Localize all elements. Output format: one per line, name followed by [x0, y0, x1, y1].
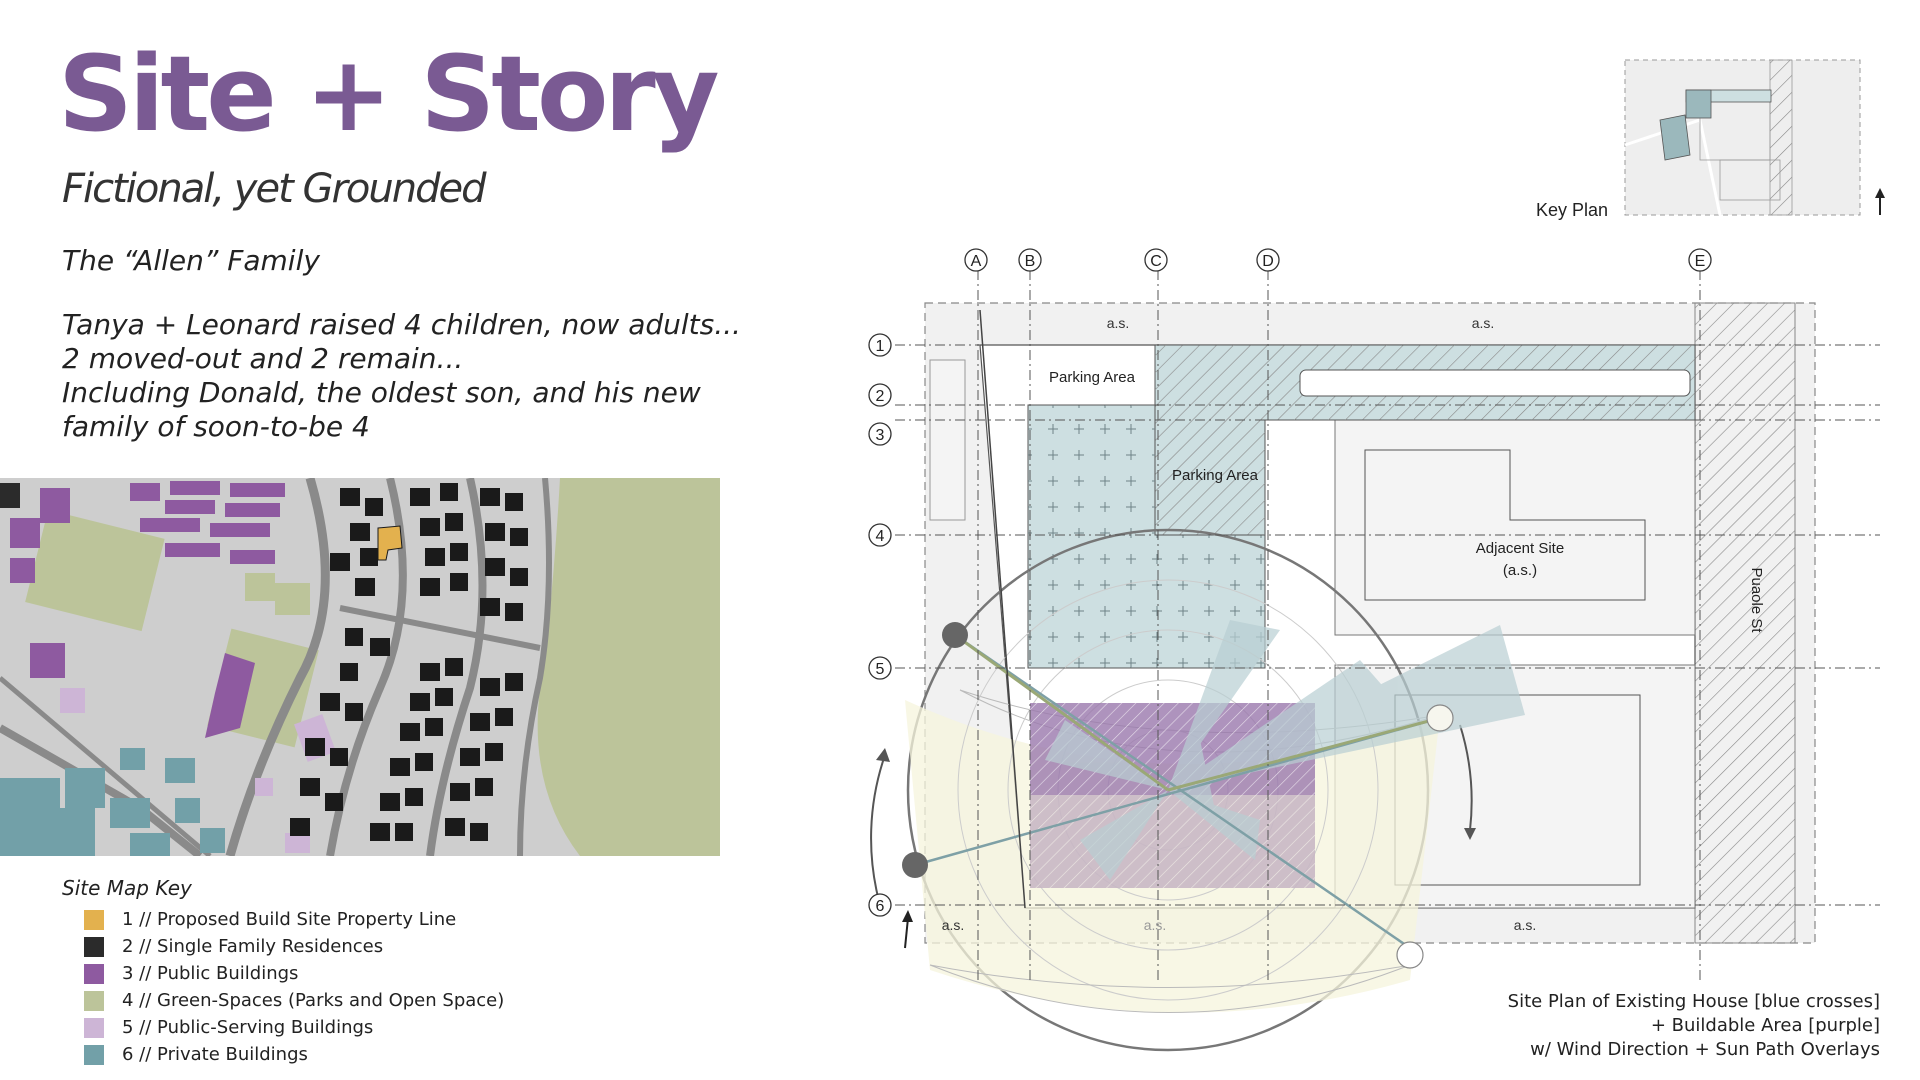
green-space: [25, 509, 165, 632]
grid-label: D: [1262, 253, 1274, 270]
story-line: Including Donald, the oldest son, and hi…: [62, 376, 701, 409]
key-item: 4 // Green-Spaces (Parks and Open Space): [84, 987, 504, 1014]
sun-position-icon: [902, 852, 928, 878]
grid-label: 2: [876, 388, 885, 405]
grid-rows: 1 2 3 4 5 6: [868, 333, 892, 917]
key-plan-label: Key Plan: [1536, 200, 1608, 220]
key-item: 2 // Single Family Residences: [84, 933, 504, 960]
green-space: [275, 583, 310, 615]
grid-label: 4: [876, 528, 885, 545]
key-item-label: 4 // Green-Spaces (Parks and Open Space): [122, 990, 505, 1011]
public-building: [40, 488, 70, 523]
adjacent-site-abbr: (a.s.): [1503, 562, 1537, 579]
adjacent-site-label: Adjacent Site: [1476, 540, 1564, 557]
sun-position-icon: [1426, 704, 1454, 732]
sun-position-icon: [942, 622, 968, 648]
grid-label: A: [971, 253, 982, 270]
parking-area-label: Parking Area: [1049, 369, 1136, 386]
story-line: 2 moved-out and 2 remain...: [62, 342, 464, 375]
grid-label: 5: [876, 661, 885, 678]
adjacent-site-abbr: a.s.: [1107, 315, 1130, 331]
grid-label: B: [1025, 253, 1036, 270]
swatch-icon: [84, 1044, 104, 1065]
sun-position-icon: [1396, 941, 1424, 969]
story-text: Tanya + Leonard raised 4 children, now a…: [62, 308, 741, 444]
key-item: 5 // Public-Serving Buildings: [84, 1014, 504, 1041]
page-title: Site + Story: [58, 33, 720, 155]
swatch-icon: [84, 936, 104, 957]
story-line: family of soon-to-be 4: [62, 410, 370, 443]
swatch-icon: [84, 1017, 104, 1038]
grid-label: 6: [876, 898, 885, 915]
key-item-label: 5 // Public-Serving Buildings: [122, 1017, 374, 1038]
swatch-icon: [84, 909, 104, 930]
key-item-label: 6 // Private Buildings: [122, 1044, 308, 1065]
swatch-icon: [84, 990, 104, 1011]
green-space: [245, 573, 275, 601]
grid-label: 1: [876, 338, 885, 355]
key-item: 3 // Public Buildings: [84, 960, 504, 987]
family-name: The “Allen” Family: [62, 244, 320, 277]
caption-line: Site Plan of Existing House [blue crosse…: [1507, 991, 1880, 1012]
grid-columns: A B C D E: [964, 248, 1712, 272]
single-family-residences: [290, 483, 528, 841]
swatch-icon: [84, 963, 104, 984]
key-item-label: 2 // Single Family Residences: [122, 936, 384, 957]
adjacent-site-abbr: a.s.: [1144, 917, 1167, 933]
grid-label: C: [1150, 253, 1162, 270]
adjacent-site-abbr: a.s.: [1472, 315, 1495, 331]
adjacent-site-abbr: a.s.: [942, 917, 965, 933]
street-label: Puaole St: [1748, 567, 1765, 633]
key-item-label: 1 // Proposed Build Site Property Line: [122, 909, 457, 930]
green-space: [537, 478, 720, 856]
adjacent-site-abbr: a.s.: [1514, 917, 1537, 933]
site-map-key-title: Site Map Key: [62, 876, 192, 900]
page-subtitle: Fictional, yet Grounded: [62, 166, 486, 212]
parking-area-label: Parking Area: [1172, 467, 1259, 484]
grid-label: 3: [876, 427, 885, 444]
caption-line: + Buildable Area [purple]: [1650, 1015, 1880, 1036]
grid-label: E: [1695, 253, 1706, 270]
entry-arrow-icon: [904, 917, 909, 949]
site-plan-caption: Site Plan of Existing House [blue crosse…: [1508, 990, 1880, 1062]
key-item: 6 // Private Buildings: [84, 1041, 504, 1068]
caption-line: w/ Wind Direction + Sun Path Overlays: [1530, 1039, 1880, 1060]
story-line: Tanya + Leonard raised 4 children, now a…: [62, 308, 741, 341]
site-map: [0, 478, 720, 856]
wind-rose: [1045, 620, 1525, 880]
proposed-build-site: [377, 525, 403, 561]
site-map-key: 1 // Proposed Build Site Property Line 2…: [84, 906, 504, 1068]
key-item-label: 3 // Public Buildings: [122, 963, 299, 984]
key-plan: [1624, 59, 1885, 216]
key-item: 1 // Proposed Build Site Property Line: [84, 906, 504, 933]
